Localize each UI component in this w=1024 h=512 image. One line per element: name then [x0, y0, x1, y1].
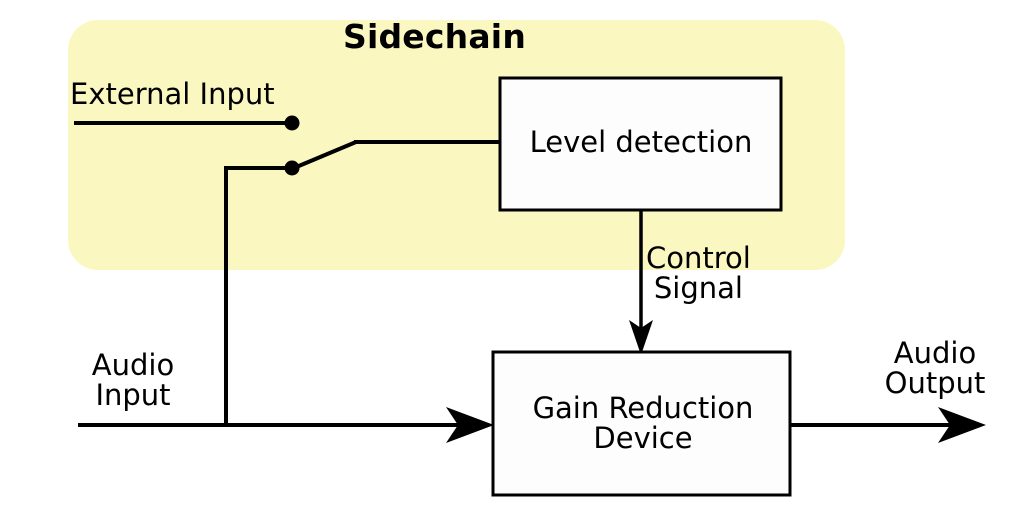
level-detection-label: Level detection [529, 125, 753, 159]
control-signal-line-1: Control [646, 241, 751, 275]
audio-output-line-1: Audio [893, 336, 977, 370]
sidechain-title: Sidechain [343, 17, 527, 56]
gain-reduction-line-1: Gain Reduction [532, 391, 754, 425]
control-signal-line-2: Signal [653, 270, 743, 305]
audio-output-line-2: Output [884, 365, 986, 400]
level-detection-block[interactable] [498, 76, 783, 212]
control-signal-arrow-icon [629, 320, 653, 355]
gain-reduction-line-2: Device [593, 420, 693, 455]
audio-input-line-2: Input [95, 377, 171, 412]
external-input-terminal-dot[interactable] [284, 115, 300, 131]
switch-pivot-terminal-dot[interactable] [284, 160, 300, 176]
switch-blade[interactable] [293, 140, 357, 170]
audio-output-arrow-icon [938, 407, 986, 443]
audio-input-arrow-icon [446, 407, 494, 443]
external-input-label: External Input [70, 77, 275, 111]
audio-input-line-1: Audio [91, 348, 175, 382]
